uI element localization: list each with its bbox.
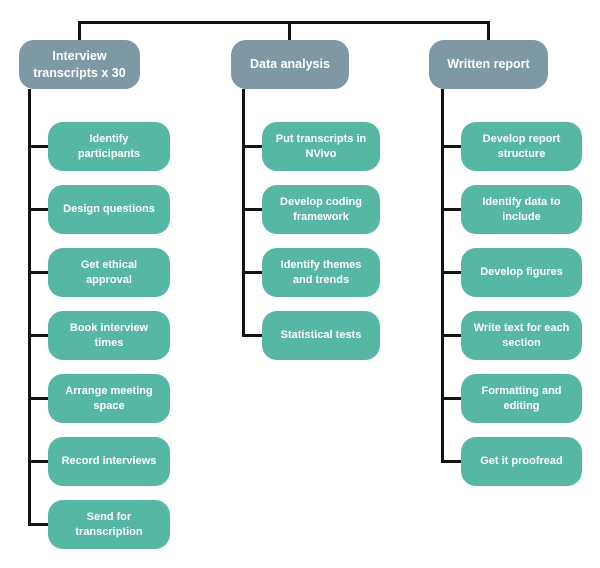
connector-stub-b2-t2: [242, 208, 262, 211]
connector-stub-b1-t6: [28, 460, 48, 463]
task-label: Identify participants: [77, 132, 141, 160]
connector-stub-b3-t5: [441, 397, 461, 400]
connector-spine-branch-2: [242, 89, 245, 337]
task-label: Get it proofread: [480, 455, 563, 468]
branch-header-written-report: Written report: [429, 40, 548, 89]
task-formatting-and-editing: Formatting and editing: [461, 374, 582, 423]
branch-header-interview-transcripts: Interview transcripts x 30: [19, 40, 140, 89]
task-label: Design questions: [63, 203, 155, 216]
connector-top-stub-branch-1: [78, 21, 81, 40]
task-put-transcripts-in-nvivo: Put transcripts in NVivo: [262, 122, 380, 171]
task-label: Formatting and editing: [481, 384, 562, 412]
task-identify-themes-and-trends: Identify themes and trends: [262, 248, 380, 297]
connector-stub-b1-t7: [28, 523, 48, 526]
task-book-interview-times: Book interview times: [48, 311, 170, 360]
connector-stub-b1-t1: [28, 145, 48, 148]
task-label: Book interview times: [69, 321, 149, 349]
branch-header-label: Interview transcripts x 30: [33, 49, 126, 80]
task-label: Develop report structure: [482, 132, 561, 160]
task-statistical-tests: Statistical tests: [262, 311, 380, 360]
connector-stub-b2-t3: [242, 271, 262, 274]
task-develop-report-structure: Develop report structure: [461, 122, 582, 171]
task-arrange-meeting-space: Arrange meeting space: [48, 374, 170, 423]
task-label: Get ethical approval: [80, 258, 138, 286]
connector-stub-b3-t6: [441, 460, 461, 463]
task-label: Statistical tests: [280, 329, 362, 342]
task-get-ethical-approval: Get ethical approval: [48, 248, 170, 297]
connector-stub-b1-t4: [28, 334, 48, 337]
task-label: Send for transcription: [75, 510, 143, 538]
connector-stub-b1-t2: [28, 208, 48, 211]
connector-top-horizontal: [78, 21, 490, 24]
task-get-it-proofread: Get it proofread: [461, 437, 582, 486]
connector-top-stub-branch-3: [487, 21, 490, 40]
task-write-text-for-each-section: Write text for each section: [461, 311, 582, 360]
task-label: Develop figures: [480, 266, 563, 279]
branch-header-label: Written report: [447, 57, 530, 72]
task-label: Identify themes and trends: [280, 258, 362, 286]
connector-stub-b2-t4: [242, 334, 262, 337]
task-develop-figures: Develop figures: [461, 248, 582, 297]
connector-spine-branch-3: [441, 89, 444, 463]
task-label: Develop coding framework: [280, 195, 362, 223]
connector-stub-b2-t1: [242, 145, 262, 148]
connector-stub-b3-t3: [441, 271, 461, 274]
connector-stub-b3-t1: [441, 145, 461, 148]
task-record-interviews: Record interviews: [48, 437, 170, 486]
task-design-questions: Design questions: [48, 185, 170, 234]
connector-stub-b1-t3: [28, 271, 48, 274]
task-identify-data-to-include: Identify data to include: [461, 185, 582, 234]
task-identify-participants: Identify participants: [48, 122, 170, 171]
connector-stub-b3-t4: [441, 334, 461, 337]
branch-header-label: Data analysis: [250, 57, 330, 72]
connector-top-stub-branch-2: [288, 21, 291, 40]
branch-header-data-analysis: Data analysis: [231, 40, 349, 89]
task-develop-coding-framework: Develop coding framework: [262, 185, 380, 234]
task-label: Record interviews: [61, 455, 157, 468]
task-label: Put transcripts in NVivo: [275, 132, 367, 160]
task-label: Identify data to include: [482, 195, 561, 223]
task-label: Arrange meeting space: [65, 384, 153, 412]
task-label: Write text for each section: [473, 321, 570, 349]
connector-stub-b1-t5: [28, 397, 48, 400]
connector-spine-branch-1: [28, 89, 31, 526]
task-send-for-transcription: Send for transcription: [48, 500, 170, 549]
connector-stub-b3-t2: [441, 208, 461, 211]
